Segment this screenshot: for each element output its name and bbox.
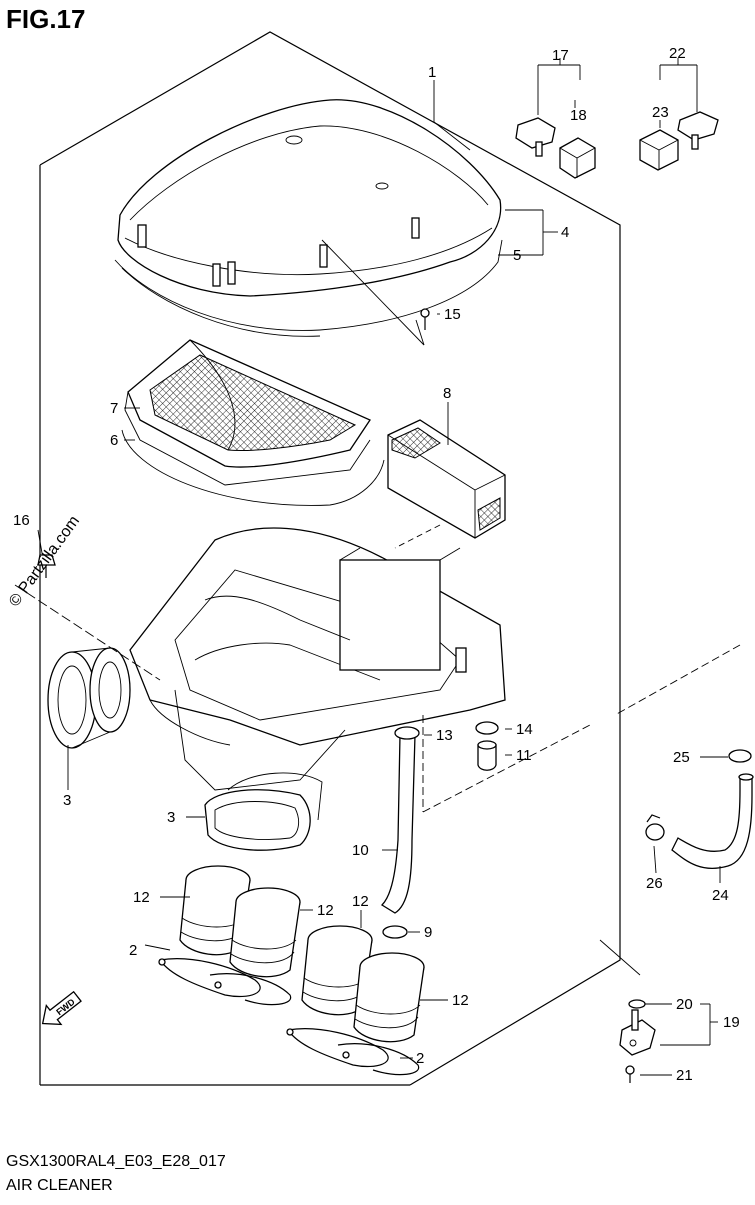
funnel-12-c	[301, 925, 373, 1016]
callout-3-lower: 3	[167, 809, 175, 826]
intake-boot-3-lower	[204, 772, 323, 851]
callout-11: 11	[516, 747, 532, 764]
fwd-arrow: FWD	[41, 990, 82, 1026]
figure-code: GSX1300RAL4_E03_E28_017	[6, 1153, 226, 1170]
damper-17	[515, 117, 556, 157]
callout-19: 19	[723, 1014, 740, 1031]
callout-12-d: 12	[452, 992, 469, 1009]
callout-4: 4	[561, 224, 569, 241]
assembly-frame	[39, 31, 621, 1086]
callout-1: 1	[428, 64, 436, 81]
cushion-23	[639, 129, 679, 171]
bracket-17	[537, 58, 581, 115]
leader-8	[394, 524, 441, 549]
callout-7: 7	[110, 400, 118, 417]
bracket-4-5	[498, 209, 558, 256]
callout-13: 13	[436, 727, 453, 744]
callout-21: 21	[676, 1067, 693, 1084]
sensor-19	[619, 1009, 656, 1056]
clip-14	[475, 721, 499, 735]
callout-12-c: 12	[352, 893, 369, 910]
cushion-18	[559, 137, 596, 179]
clip-25	[728, 749, 752, 763]
callout-23: 23	[652, 104, 669, 121]
callout-8: 8	[443, 385, 451, 402]
callout-26: 26	[646, 875, 663, 892]
callout-25: 25	[673, 749, 690, 766]
leader-16	[14, 584, 161, 681]
subassembly-leaders	[422, 644, 741, 976]
damper-22	[677, 111, 719, 150]
callout-labels: 1 2 2 3 3 4 5 6 7 8 9 10 11 12 12 12 12 …	[13, 45, 740, 1084]
callout-12-a: 12	[133, 889, 150, 906]
callout-22: 22	[669, 45, 686, 62]
drain-hose-10	[380, 731, 416, 914]
bolt-16	[37, 554, 56, 578]
filter-box-8	[387, 419, 506, 539]
cap-11	[477, 740, 497, 771]
breather-hose-24	[671, 773, 754, 870]
clamp-26	[645, 814, 665, 841]
funnel-12-b	[229, 887, 301, 978]
callout-18: 18	[570, 107, 587, 124]
callout-17: 17	[552, 47, 569, 64]
air-cleaner-case	[129, 527, 506, 791]
callout-6: 6	[110, 432, 118, 449]
o-ring-20	[628, 999, 646, 1009]
filter-element	[121, 339, 385, 506]
callout-14: 14	[516, 721, 533, 738]
screw-15	[420, 308, 430, 330]
figure-name: AIR CLEANER	[6, 1177, 113, 1194]
clip-13	[394, 726, 420, 740]
callout-16: 16	[13, 512, 30, 529]
intake-boot-3-left	[47, 647, 131, 749]
air-cleaner-cap	[114, 99, 503, 337]
bracket-19	[660, 1003, 718, 1046]
callout-10: 10	[352, 842, 369, 859]
callout-20: 20	[676, 996, 693, 1013]
callout-leaders	[37, 80, 728, 1076]
callout-5: 5	[513, 247, 521, 264]
clamp-2-lower	[286, 1028, 420, 1076]
clip-9	[382, 925, 408, 939]
callout-3-left: 3	[63, 792, 71, 809]
leader-15-a	[321, 239, 425, 346]
leader-15-b	[415, 319, 425, 346]
callout-24: 24	[712, 887, 729, 904]
figure-title: FIG.17	[6, 4, 86, 34]
screw-21	[625, 1065, 635, 1083]
clamp-2-upper	[158, 958, 292, 1006]
funnel-12-d	[353, 952, 425, 1043]
callout-9: 9	[424, 924, 432, 941]
callout-2-upper: 2	[129, 942, 137, 959]
callout-12-b: 12	[317, 902, 334, 919]
callout-15: 15	[444, 306, 461, 323]
bracket-22	[659, 58, 698, 112]
callout-2-lower: 2	[416, 1050, 424, 1067]
